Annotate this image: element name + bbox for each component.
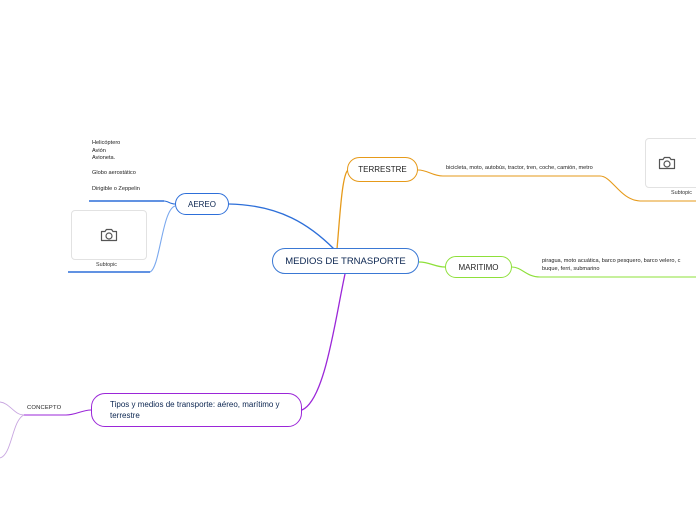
camera-icon <box>658 156 676 170</box>
aereo-item-list[interactable]: Helicóptero Avión Avioneta. Globo aerost… <box>92 140 140 193</box>
topic-terrestre[interactable]: TERRESTRE <box>347 157 418 182</box>
connector-concepto <box>24 409 92 416</box>
connector-terrestre-detail <box>417 169 696 202</box>
terrestre-subtopic-image[interactable] <box>645 138 696 188</box>
central-topic-label: MEDIOS DE TRNASPORTE <box>285 255 406 267</box>
connector-concepto-up <box>0 401 25 416</box>
connector-aereo-list <box>89 200 176 205</box>
connector-terrestre <box>336 169 349 250</box>
connector-tipos <box>301 273 346 411</box>
terrestre-detail[interactable]: bicicleta, moto, autobús, tractor, tren,… <box>446 165 593 171</box>
topic-tipos[interactable]: Tipos y medios de transporte: aéreo, mar… <box>91 393 302 427</box>
aereo-item: Dirigible o Zeppelin <box>92 185 140 192</box>
aereo-item-spacer <box>92 178 140 186</box>
topic-aereo[interactable]: AEREO <box>175 193 229 215</box>
connector-aereo-subtopic <box>68 205 176 273</box>
aereo-item: Avioneta. <box>92 155 116 162</box>
topic-maritimo-label: MARITIMO <box>458 262 499 272</box>
aereo-item-spacer <box>92 163 140 171</box>
topic-terrestre-label: TERRESTRE <box>358 165 407 174</box>
topic-aereo-label: AEREO <box>187 199 216 209</box>
aereo-item: Globo aerostático <box>92 170 136 177</box>
terrestre-subtopic-label: Subtopic <box>671 190 692 196</box>
aereo-subtopic-image[interactable] <box>71 210 147 260</box>
connector-maritimo-detail <box>511 266 696 278</box>
topic-maritimo[interactable]: MARITIMO <box>445 256 512 278</box>
camera-icon <box>100 228 118 242</box>
aereo-subtopic-label: Subtopic <box>96 262 117 268</box>
aereo-item: Helicóptero <box>92 140 121 146</box>
concepto-label[interactable]: CONCEPTO <box>27 405 62 411</box>
aereo-item: Avión <box>92 147 106 154</box>
maritimo-detail[interactable]: piragua, moto acuática, barco pesquero, … <box>542 258 696 273</box>
central-topic[interactable]: MEDIOS DE TRNASPORTE <box>272 248 419 274</box>
topic-tipos-label: Tipos y medios de transporte: aéreo, mar… <box>110 400 280 420</box>
connector-aereo <box>228 203 335 250</box>
maritimo-detail-line: piragua, moto acuática, barco pesquero, … <box>542 258 681 264</box>
maritimo-detail-line: buque, ferri, submarino <box>542 265 600 272</box>
connector-maritimo <box>418 261 446 268</box>
connector-concepto-down <box>0 414 25 459</box>
